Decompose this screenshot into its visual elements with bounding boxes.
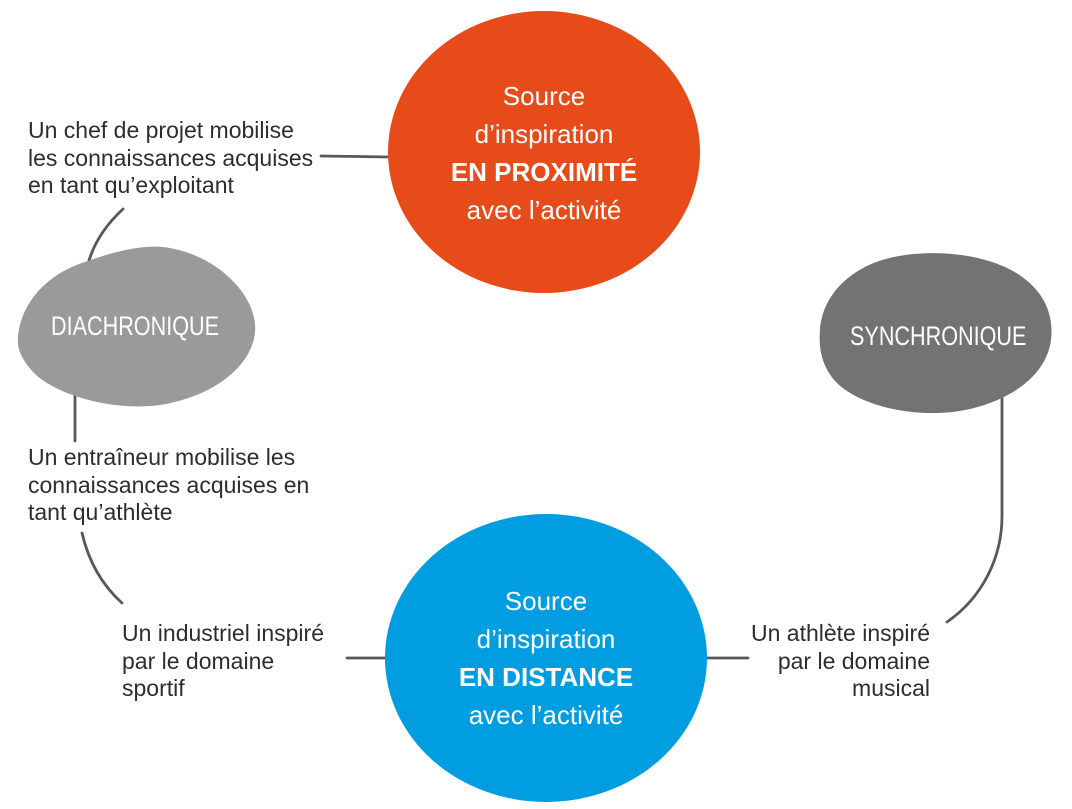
connector-chef-proximity	[319, 154, 394, 159]
annotation-athlete-line-1: Un athlète inspiré	[751, 620, 930, 646]
proximity-line-3: EN PROXIMITÉ	[450, 157, 638, 187]
connector-synchronique-athlete	[945, 392, 1004, 624]
synchronique-blob	[819, 253, 1052, 414]
annotation-athlete-line-3: musical	[852, 675, 930, 701]
proximity-circle-label: Source d’inspiration EN PROXIMITÉ avec l…	[451, 77, 637, 229]
annotation-entraineur-line-3: tant qu’athlète	[28, 499, 173, 525]
distance-circle	[385, 514, 707, 802]
proximity-line-4: avec l’activité	[466, 195, 622, 225]
distance-line-1: Source	[504, 586, 588, 616]
annotation-entraineur: Un entraîneur mobilise les connaissances…	[28, 444, 309, 527]
diachronique-blob	[17, 246, 256, 407]
annotation-athlete-line-2: par le domaine	[777, 647, 930, 674]
annotation-athlete: Un athlète inspiré par le domaine musica…	[726, 620, 930, 703]
proximity-line-1: Source	[502, 81, 586, 111]
connector-entraineur-industriel	[80, 531, 124, 605]
proximity-circle	[388, 11, 700, 293]
annotation-entraineur-line-1: Un entraîneur mobilise les	[28, 444, 296, 470]
distance-line-4: avec l’activité	[468, 700, 624, 730]
annotation-industriel: Un industriel inspiré par le domaine spo…	[122, 620, 324, 703]
annotation-industriel-line-2: par le domaine	[122, 647, 275, 674]
annotation-chef-de-projet: Un chef de projet mobilise les connaissa…	[28, 117, 313, 200]
annotation-entraineur-line-2: connaissances acquises en	[28, 471, 310, 498]
proximity-line-2: d’inspiration	[474, 119, 614, 149]
distance-circle-label: Source d’inspiration EN DISTANCE avec l’…	[459, 582, 633, 734]
connector-chef-diachronique	[86, 207, 125, 266]
diachronique-label: DIACHRONIQUE	[50, 311, 219, 341]
annotation-industriel-line-3: sportif	[122, 675, 185, 701]
annotation-chef-line-1: Un chef de projet mobilise	[28, 117, 294, 143]
distance-line-3: EN DISTANCE	[458, 662, 634, 692]
synchronique-label: SYNCHRONIQUE	[850, 321, 1027, 351]
annotation-industriel-line-1: Un industriel inspiré	[122, 620, 324, 646]
annotation-chef-line-3: en tant qu’exploitant	[28, 172, 234, 198]
annotation-chef-line-2: les connaissances acquises	[28, 144, 314, 171]
distance-line-2: d’inspiration	[476, 624, 616, 654]
